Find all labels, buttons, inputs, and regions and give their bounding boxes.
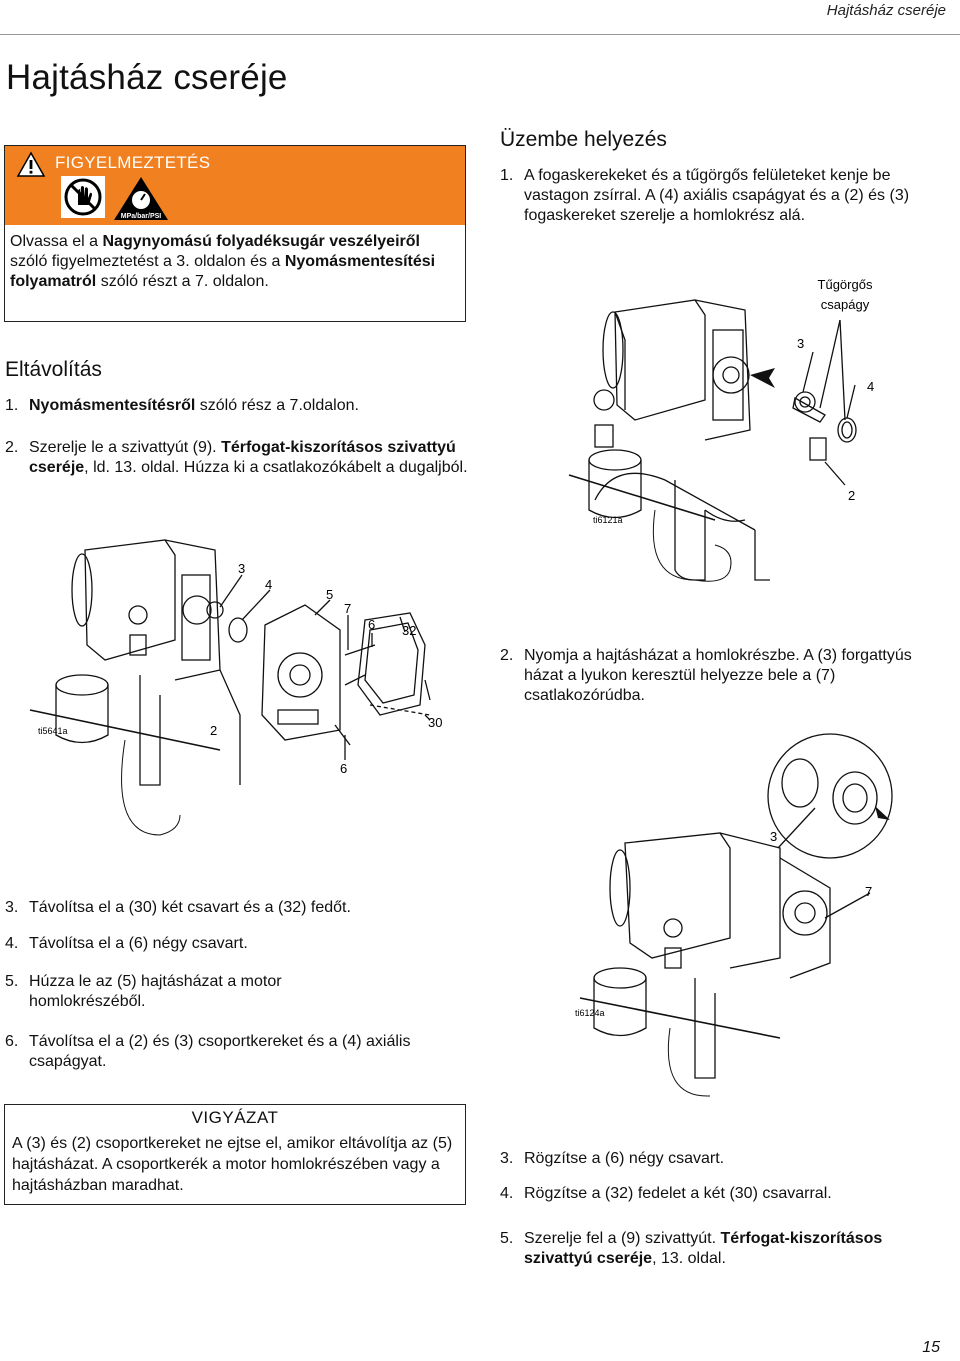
step-text: , ld. 13. oldal. Húzza ki a csatlakozóká… — [84, 459, 468, 476]
step-text: Nyomja a hajtásházat a homlokrészbe. A (… — [524, 647, 912, 704]
figure2-label-30: 30 — [428, 715, 442, 730]
step-number: 4. — [5, 935, 19, 952]
figure2-label-3: 3 — [238, 561, 245, 576]
step-text: , 13. oldal. — [652, 1250, 726, 1267]
figure1-label-4: 4 — [867, 379, 874, 394]
caution-title: VIGYÁZAT — [191, 1108, 279, 1127]
figure1-caption-line2: csapágy — [821, 297, 870, 312]
install-step-4: 4. Rögzítse a (32) fedelet a két (30) csa… — [500, 1184, 940, 1204]
warning-bold-2: Nyomásmentesítési folyamatról — [10, 253, 436, 290]
step-text: Távolítsa el a (30) két csavart és a (32… — [29, 899, 351, 916]
removal-step-6: 6. Távolítsa el a (2) és (3) csoportkere… — [5, 1032, 475, 1072]
warning-box: FIGYELMEZTETÉS MPa/bar/PSI Olvassa el a … — [4, 145, 466, 322]
removal-step-5: 5. Húzza le az (5) hajtásházat a motor h… — [5, 972, 475, 1012]
warning-title: FIGYELMEZTETÉS — [55, 153, 211, 172]
caution-text: A (3) és (2) csoportkereket ne ejtse el,… — [12, 1135, 453, 1194]
warning-text: Olvassa el a Nagynyomású folyadéksugár v… — [10, 232, 450, 292]
figure1-label-2: 2 — [848, 488, 855, 503]
step-bold: Nyomásmentesítésről — [29, 397, 196, 414]
figure2-label-6b: 6 — [340, 761, 347, 776]
page-title: Hajtásház cseréje — [6, 58, 288, 97]
warning-text-1: Olvassa el a — [10, 233, 103, 250]
step-number: 2. — [5, 439, 19, 456]
figure2-label-32: 32 — [402, 623, 416, 638]
step-text: Távolítsa el a (6) négy csavart. — [29, 935, 248, 952]
step-body: Szerelje fel a (9) szivattyút. Térfogat-… — [524, 1229, 949, 1269]
step-number: 3. — [500, 1150, 514, 1167]
figure2-label-7: 7 — [344, 601, 351, 616]
step-number: 5. — [5, 973, 19, 990]
install-heading: Üzembe helyezés — [500, 128, 667, 151]
step-text: szóló rész a 7.oldalon. — [195, 397, 359, 414]
warning-text-3: szóló részt a 7. oldalon. — [96, 273, 269, 290]
step-bold: Térfogat-kiszorításos szivattyú cseréje — [29, 439, 456, 476]
warning-text-2: szóló figyelmeztetést a 3. oldalon és a — [10, 253, 285, 270]
figure2-label-5: 5 — [326, 587, 333, 602]
pressure-hazard-icon: MPa/bar/PSI — [114, 177, 168, 220]
removal-step-3: 3. Távolítsa el a (30) két csavart és a (… — [5, 898, 475, 918]
step-text: Szerelje le a szivattyút (9). — [29, 439, 222, 456]
caution-box: VIGYÁZAT A (3) és (2) csoportkereket ne … — [4, 1104, 466, 1205]
figure1-id: ti6121a — [593, 515, 623, 525]
page-number: 15 — [922, 1339, 940, 1356]
figure-drive-housing-assembly: 3 7 ti6124a — [575, 733, 893, 1097]
step-text: Rögzítse a (6) négy csavart. — [524, 1150, 725, 1167]
step-number: 1. — [5, 397, 19, 414]
figure-exploded-drive-housing: 3 4 5 7 6 32 30 2 6 ti5641a — [29, 539, 442, 836]
no-hand-icon — [61, 176, 105, 218]
figure-gear-installation: Tűgörgős csapágy 3 4 2 ti6121a — [568, 277, 874, 582]
figure2-label-2: 2 — [210, 723, 217, 738]
step-text: Távolítsa el a (2) és (3) csoportkereket… — [29, 1033, 411, 1070]
step-number: 1. — [500, 167, 514, 184]
figure3-label-3: 3 — [770, 829, 777, 844]
step-number: 3. — [5, 899, 19, 916]
figure2-id: ti5641a — [38, 726, 68, 736]
step-number: 2. — [500, 647, 514, 664]
header-rule — [0, 34, 960, 35]
removal-step-2: 2. Szerelje le a szivattyút (9). Térfoga… — [5, 438, 475, 478]
install-step-2: 2. Nyomja a hajtásházat a homlokrészbe. … — [500, 646, 940, 706]
figure2-label-4: 4 — [265, 577, 272, 592]
step-bold: Térfogat-kiszorításos szivattyú cseréje — [524, 1230, 883, 1267]
install-step-1: 1. A fogaskerekeket és a tűgörgős felüle… — [500, 166, 940, 226]
figure1-label-3: 3 — [797, 336, 804, 351]
removal-heading: Eltávolítás — [5, 358, 102, 381]
step-text: A fogaskerekeket és a tűgörgős felületek… — [524, 167, 910, 224]
removal-step-4: 4. Távolítsa el a (6) négy csavart. — [5, 934, 475, 954]
figure1-caption-line1: Tűgörgős — [818, 277, 873, 292]
step-body: Szerelje le a szivattyút (9). Térfogat-k… — [29, 438, 474, 478]
step-number: 6. — [5, 1033, 19, 1050]
figure2-label-6a: 6 — [368, 617, 375, 632]
install-step-3: 3. Rögzítse a (6) négy csavart. — [500, 1149, 940, 1169]
warning-triangle-icon — [16, 151, 46, 177]
warning-header: FIGYELMEZTETÉS MPa/bar/PSI — [5, 146, 465, 225]
warning-bold-1: Nagynyomású folyadéksugár veszélyeiről — [102, 233, 420, 250]
step-text: Rögzítse a (32) fedelet a két (30) csava… — [524, 1185, 832, 1202]
step-number: 5. — [500, 1230, 514, 1247]
install-step-5: 5. Szerelje fel a (9) szivattyút. Térfog… — [500, 1229, 950, 1269]
running-header: Hajtásház cseréje — [826, 2, 946, 19]
step-text: Szerelje fel a (9) szivattyút. — [524, 1230, 721, 1247]
pressure-badge-text: MPa/bar/PSI — [121, 213, 162, 220]
step-text: Húzza le az (5) hajtásházat a motor homl… — [29, 973, 282, 1010]
figure3-id: ti6124a — [575, 1008, 605, 1018]
removal-step-1: 1. Nyomásmentesítésről szóló rész a 7.old… — [5, 396, 475, 416]
step-number: 4. — [500, 1185, 514, 1202]
figure3-label-7: 7 — [865, 884, 872, 899]
